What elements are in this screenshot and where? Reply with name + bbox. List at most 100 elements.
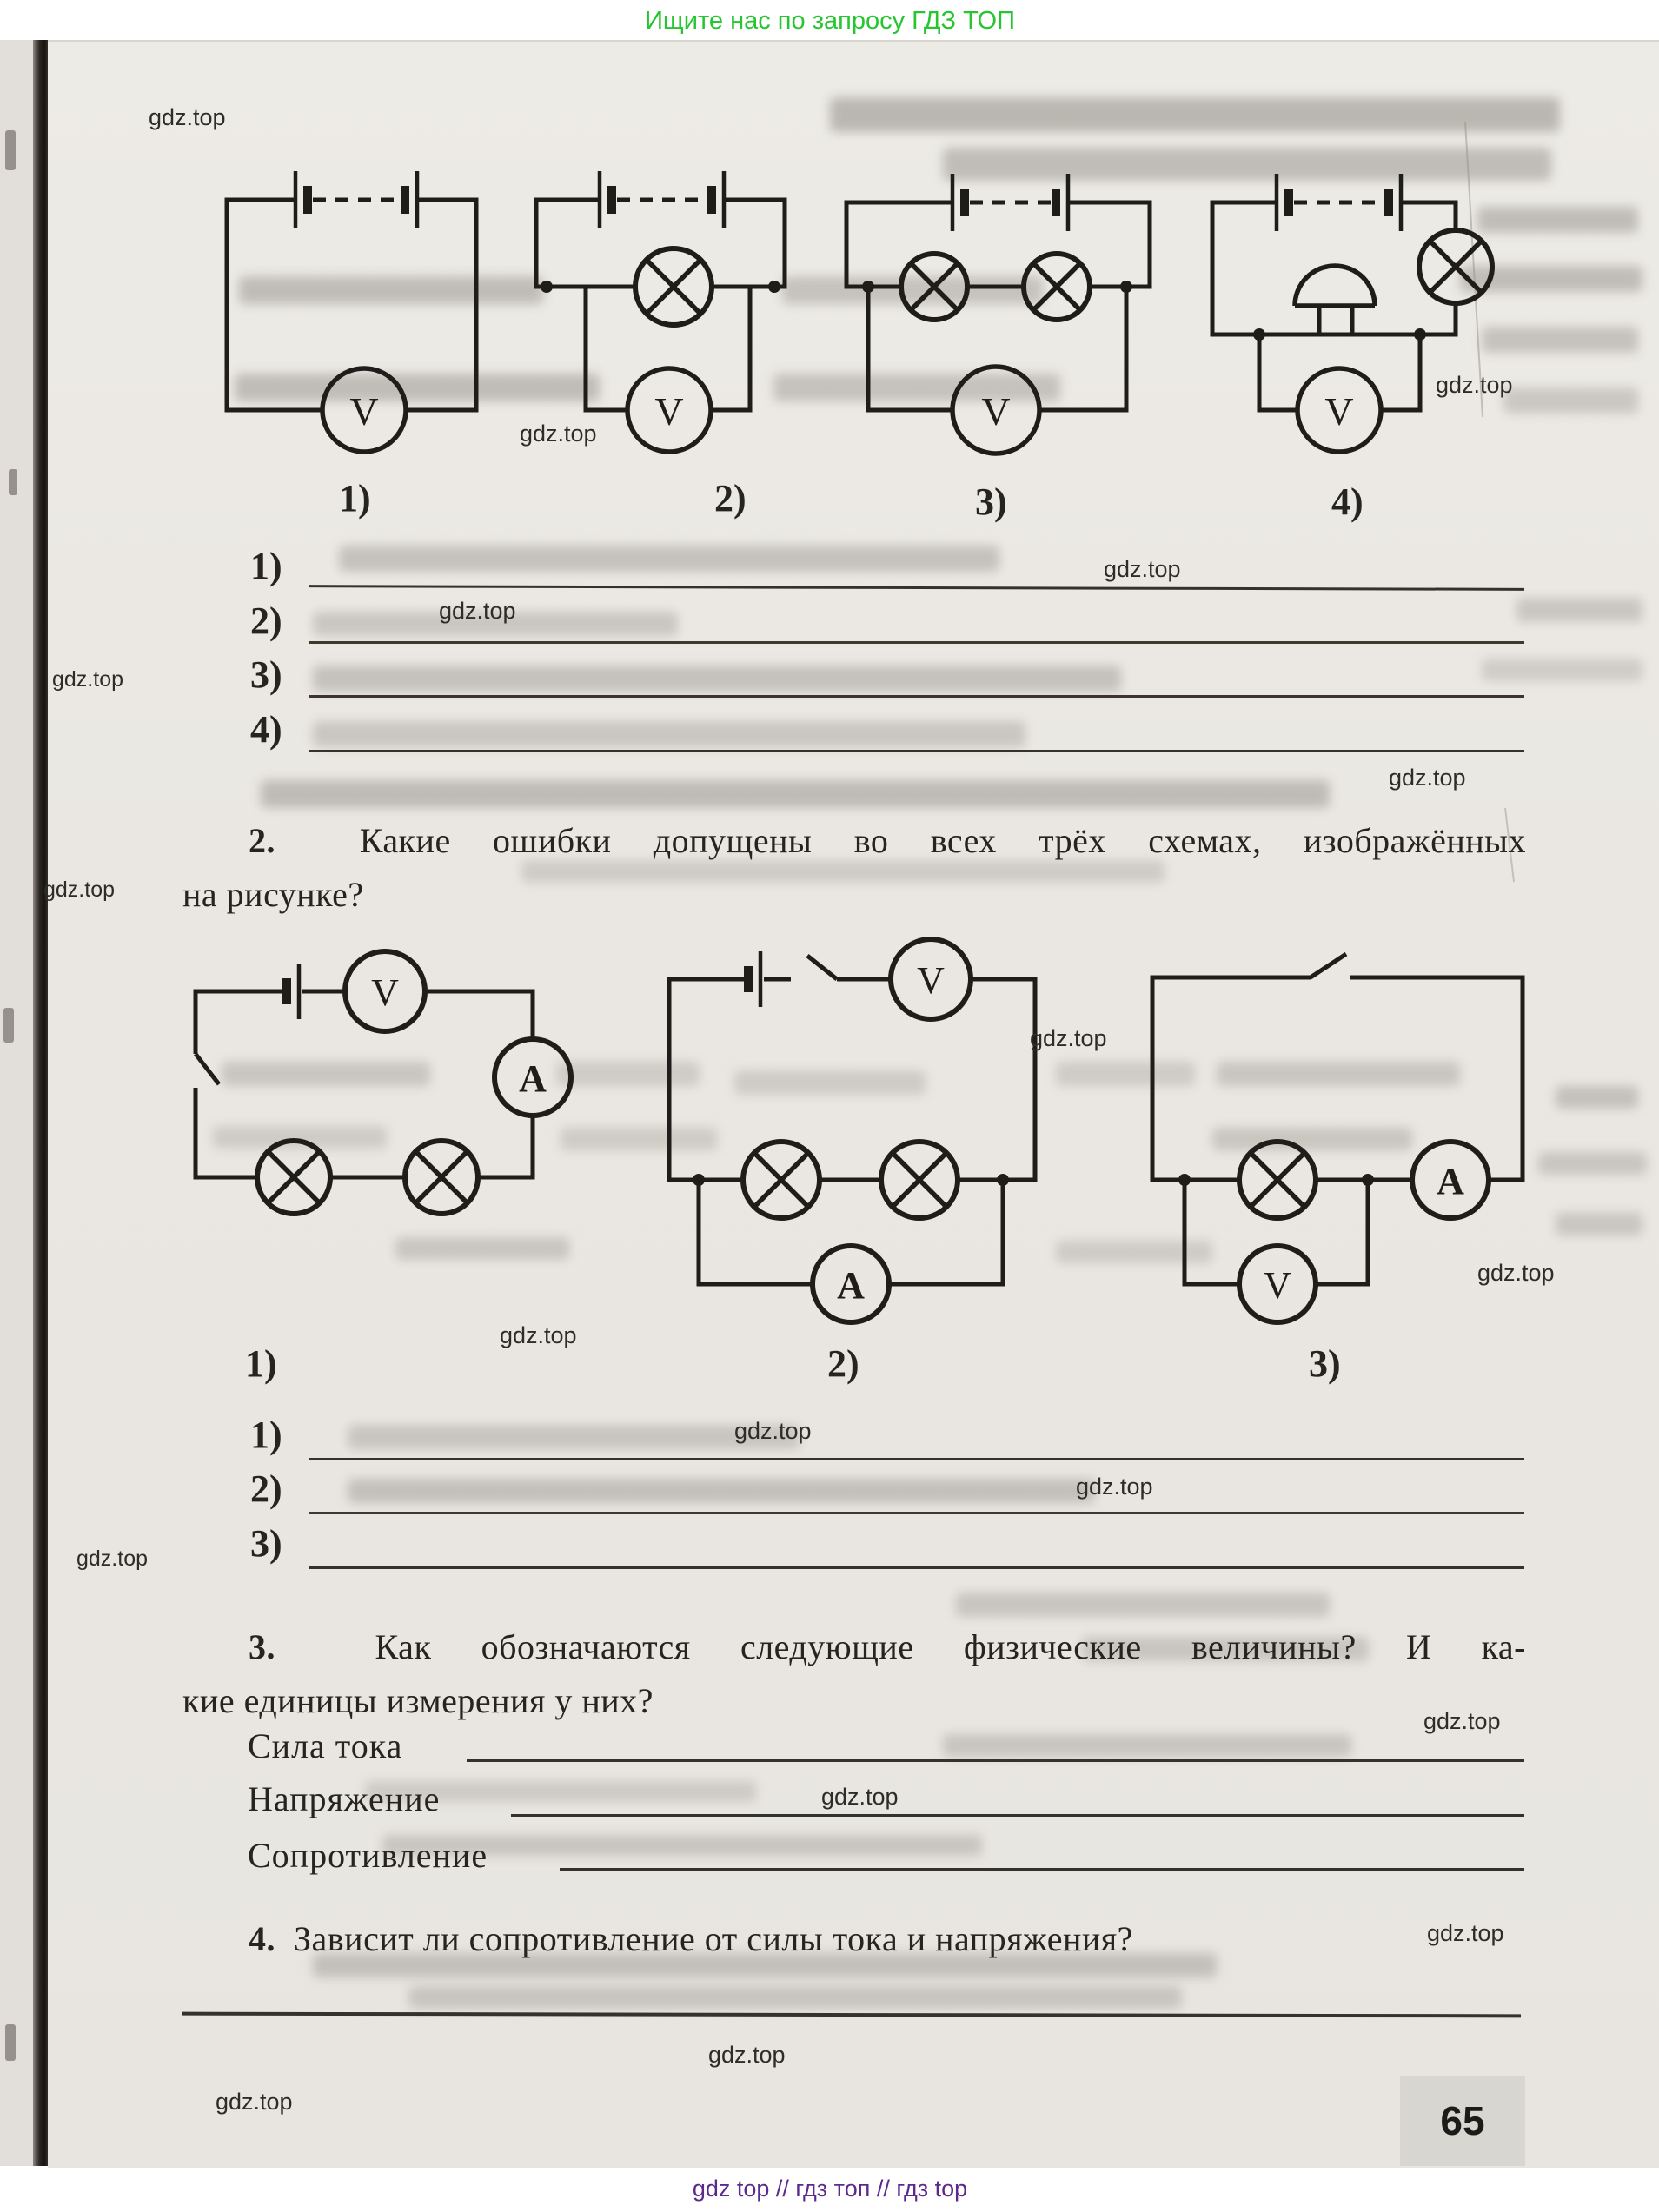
battery-icon: [1274, 174, 1404, 231]
blurred-text: [1217, 1062, 1460, 1086]
wire: [866, 287, 952, 413]
lamp-icon: [1021, 251, 1092, 322]
field-label-resistance: Сопротивление: [248, 1836, 488, 1875]
battery-icon: [293, 171, 420, 228]
circuit-q2-3: A V: [1150, 951, 1525, 1325]
blurred-text: [1482, 659, 1642, 681]
circuit-q1-4: V: [1210, 174, 1495, 454]
ammeter-icon: A: [492, 1036, 574, 1118]
answer1-num-1: 1): [250, 545, 282, 587]
voltmeter-icon: V: [1295, 366, 1384, 454]
gdz-watermark: gdz.top: [1427, 1920, 1504, 1946]
answer1-num-2: 2): [250, 599, 282, 642]
blurred-text: [213, 1126, 387, 1149]
blurred-text: [1556, 1213, 1642, 1235]
wire: [583, 287, 627, 413]
wire: [1401, 200, 1458, 230]
blurred-text: [1482, 327, 1638, 353]
wire: [1381, 334, 1423, 413]
wire: [1182, 1180, 1239, 1287]
answer-line: [309, 695, 1524, 698]
blurred-text: [1556, 1086, 1638, 1109]
scan-scratch: [1464, 121, 1483, 418]
blurred-text: [348, 1425, 800, 1449]
figure1-label-4: 4): [1331, 480, 1364, 523]
field-label-current: Сила тока: [248, 1726, 403, 1765]
lamp-icon: [255, 1138, 333, 1216]
wire: [193, 989, 287, 1054]
question-4-line: 4. Зависит ли сопротивление от силы тока…: [249, 1919, 1133, 1958]
answer-line: [309, 1458, 1524, 1460]
wire: [534, 197, 635, 289]
blurred-text: [1212, 1128, 1412, 1150]
wire: [406, 197, 479, 413]
blurred-text: [561, 1128, 717, 1150]
wire: [193, 1088, 257, 1180]
paper-background: [48, 40, 1659, 2168]
blurred-text: [782, 276, 1043, 304]
answer-line: [309, 750, 1524, 752]
blurred-text: [1056, 1062, 1195, 1086]
blurred-text: [313, 666, 1121, 692]
voltmeter-label: V: [1264, 1264, 1291, 1307]
page-number: 65: [1440, 2098, 1485, 2143]
wire: [224, 197, 322, 413]
blurred-text: [313, 612, 678, 636]
gdz-watermark: gdz.top: [500, 1322, 577, 1348]
blurred-text: [773, 374, 1060, 401]
gdz-watermark: gdz.top: [43, 878, 116, 902]
ammeter-label: A: [519, 1057, 547, 1100]
voltmeter-icon: V: [950, 364, 1042, 456]
voltmeter-icon: V: [888, 937, 973, 1022]
answer-line: [309, 1512, 1524, 1514]
figure2-label-3: 3): [1309, 1342, 1341, 1385]
scan-artifact: [3, 1008, 14, 1043]
gdz-watermark: gdz.top: [1104, 556, 1181, 582]
blurred-text: [830, 97, 1560, 132]
blurred-text: [239, 276, 543, 304]
wire: [425, 989, 535, 1039]
voltmeter-label: V: [371, 971, 399, 1014]
voltmeter-label: V: [917, 959, 945, 1002]
scan-artifact: [9, 469, 17, 495]
book-spine-shadow: [33, 40, 52, 2166]
field-label-voltage: Напряжение: [248, 1779, 441, 1818]
question-2-line-1: 2. Какие ошибки допущены во всех трёх сх…: [249, 821, 1527, 860]
question-3-line-2: кие единицы измерения у них?: [182, 1681, 654, 1720]
blurred-text: [408, 1986, 1182, 2009]
gdz-watermark: gdz.top: [1423, 1708, 1501, 1734]
circuit-q1-2: V: [534, 171, 787, 454]
battery-icon: [744, 951, 763, 1007]
blurred-text: [1503, 387, 1638, 414]
lamp-icon: [1237, 1139, 1318, 1221]
scan-artifact: [5, 2024, 16, 2061]
lamp-icon: [1417, 228, 1495, 306]
answer2-num-2: 2): [250, 1467, 282, 1510]
gdz-watermark: gdz.top: [821, 1784, 899, 1810]
battery-icon: [950, 174, 1071, 231]
gdz-watermark: gdz.top: [520, 421, 597, 447]
scan-scratch: [1504, 807, 1515, 883]
blurred-text: [348, 1479, 1095, 1503]
wire: [711, 287, 753, 413]
switch-icon: [806, 954, 839, 981]
lamp-icon: [879, 1139, 960, 1221]
question-4-number: 4.: [249, 1919, 275, 1958]
blurred-text: [1477, 207, 1638, 233]
wire: [1210, 200, 1458, 337]
figure2-label-1: 1): [245, 1342, 277, 1385]
blurred-text: [365, 1781, 756, 1802]
voltmeter-label: V: [1324, 389, 1353, 434]
blurred-text: [235, 374, 600, 401]
gdz-watermark: gdz.top: [52, 667, 124, 692]
ammeter-label: A: [1437, 1160, 1464, 1202]
bell-icon: [1292, 263, 1377, 334]
gdz-watermark: gdz.top: [734, 1418, 812, 1444]
gdz-watermark: gdz.top: [1389, 765, 1466, 791]
promo-banner-bottom: gdz top // гдз топ // гдз top: [692, 2176, 968, 2202]
answer-line: [309, 1566, 1524, 1569]
gdz-watermark: gdz.top: [149, 104, 226, 130]
lamp-icon: [633, 246, 714, 328]
question-3-number: 3.: [249, 1627, 275, 1666]
field-line-voltage: [511, 1814, 1524, 1817]
